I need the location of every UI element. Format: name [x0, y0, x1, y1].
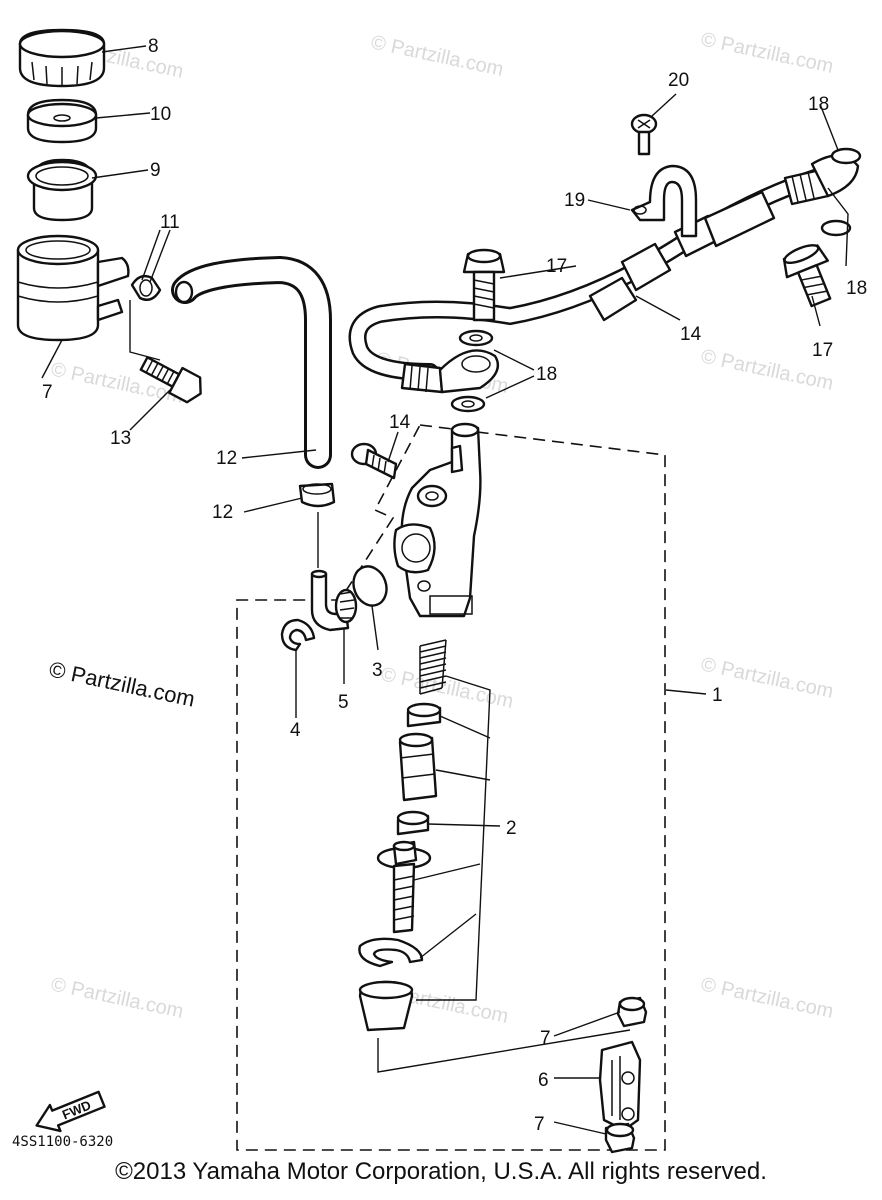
hose-fitting-lower	[400, 349, 500, 394]
callout-labels: 8 10 9 11 7 13 12 12 14 3 5 4 17 14 18 1…	[42, 36, 867, 1135]
reservoir-hose-outline	[171, 255, 332, 469]
callout-label: 17	[546, 256, 567, 277]
callout-label: 2	[506, 818, 517, 839]
hose-joint	[310, 569, 358, 632]
locknut-lower	[604, 1122, 636, 1154]
reservoir-cap	[18, 28, 106, 88]
callout-label: 18	[846, 278, 867, 299]
watermark: © Partzilla.com	[699, 28, 835, 78]
reservoir-diaphragm-plate	[26, 98, 98, 144]
reservoir-hose	[174, 258, 329, 466]
assembly-boundary	[236, 424, 666, 1151]
hose-clamp-lower	[298, 482, 336, 508]
primary-cup	[406, 702, 442, 728]
callout-label: 12	[212, 502, 233, 523]
callout-label: 4	[290, 720, 301, 741]
copper-washers	[450, 147, 862, 413]
hose-end	[174, 280, 194, 304]
guide-screw	[630, 113, 658, 156]
diagram-code: 4SS1100-6320	[12, 1134, 113, 1150]
callout-label: 6	[538, 1070, 549, 1091]
watermark: © Partzilla.com	[49, 973, 185, 1023]
callout-label: 18	[536, 364, 557, 385]
copyright-notice: ©2013 Yamaha Motor Corporation, U.S.A. A…	[115, 1158, 767, 1185]
callout-label: 11	[160, 212, 180, 233]
callout-label: 19	[564, 190, 585, 211]
watermark: © Partzilla.com	[699, 973, 835, 1023]
dust-boot	[358, 980, 414, 1032]
leader-lines	[41, 45, 849, 1135]
callout-label: 20	[668, 70, 689, 91]
callout-label: 17	[812, 340, 833, 361]
banjo-bolt-lower	[462, 248, 506, 322]
callout-label: 9	[150, 160, 161, 181]
piston	[398, 732, 438, 802]
reservoir-bolt	[139, 356, 202, 404]
callout-label: 10	[150, 104, 171, 125]
watermark-large: © Partzilla.com	[47, 656, 197, 711]
watermark: © Partzilla.com	[379, 663, 515, 713]
callout-label: 8	[148, 36, 159, 57]
callout-label: 3	[372, 660, 383, 681]
callout-label: 12	[216, 448, 237, 469]
callout-label: 7	[534, 1114, 545, 1135]
callout-label: 13	[110, 428, 131, 449]
hose-clamp-upper	[130, 274, 162, 301]
locknut-upper	[616, 996, 648, 1028]
clevis	[598, 1040, 642, 1132]
callout-label: 18	[808, 94, 829, 115]
callout-label: 7	[540, 1028, 551, 1049]
master-cylinder-body	[393, 422, 482, 618]
circlip-large	[358, 937, 424, 968]
o-ring	[352, 565, 388, 607]
callout-label: 1	[712, 685, 723, 706]
watermark: © Partzilla.com	[369, 31, 505, 81]
reservoir-tank	[16, 234, 130, 342]
callout-label: 14	[389, 412, 411, 433]
callout-label: 5	[338, 692, 349, 713]
hose-guide-clamp	[630, 164, 698, 238]
reservoir-diaphragm	[26, 158, 98, 222]
banjo-bolt-upper	[782, 244, 832, 308]
secondary-cup	[396, 810, 430, 836]
mounting-bolt	[350, 442, 398, 480]
hose-fitting-upper	[783, 154, 860, 206]
circlip-small	[280, 618, 316, 652]
piston-spring	[419, 639, 447, 695]
callout-label: 14	[680, 324, 702, 345]
callout-label: 7	[42, 382, 53, 403]
push-rod	[376, 840, 432, 934]
forward-arrow-icon: FWD	[35, 1090, 106, 1133]
